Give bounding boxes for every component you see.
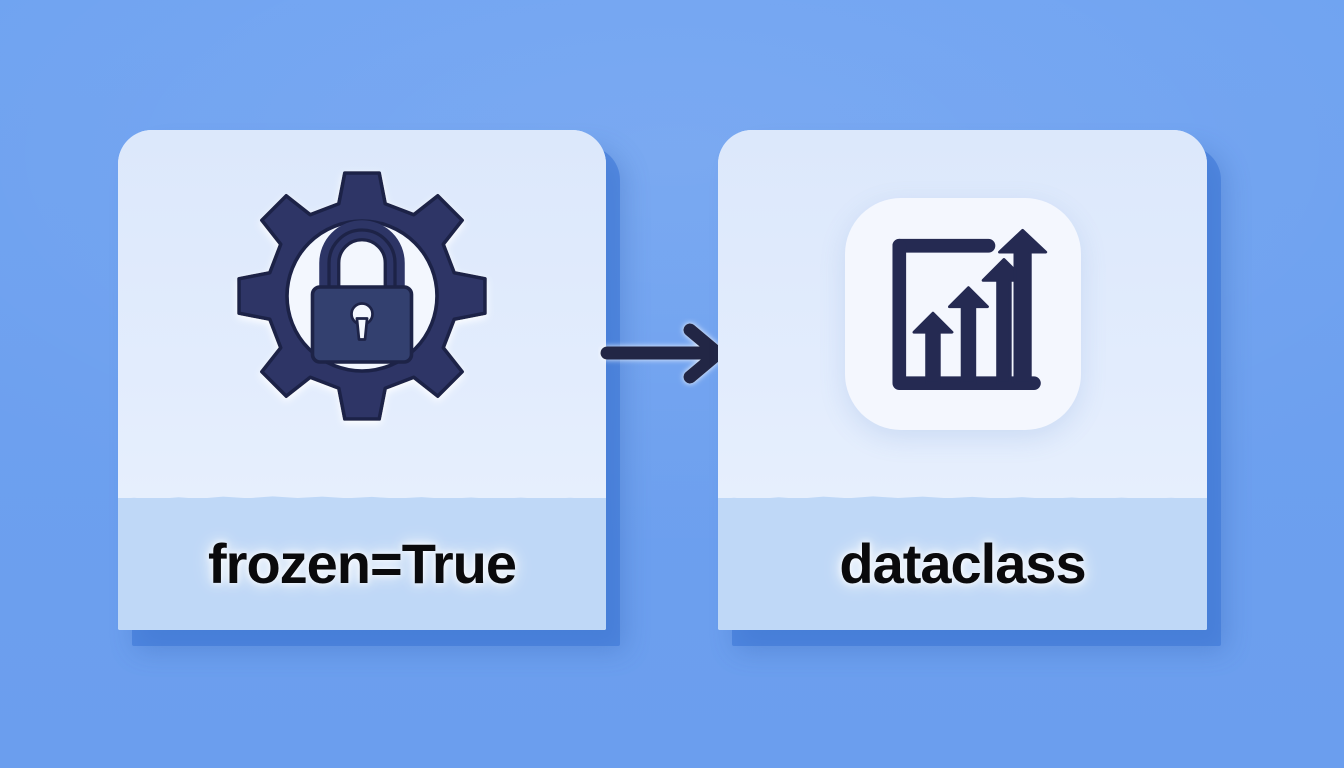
panel-dataclass-icon-area xyxy=(718,130,1207,498)
bar-chart-arrows-icon xyxy=(891,228,1047,390)
panel-frozen-caption: frozen=True xyxy=(118,498,606,630)
arrow-right-icon xyxy=(598,318,732,390)
panel-frozen-icon-area xyxy=(118,130,606,498)
panel-dataclass[interactable]: dataclass xyxy=(718,130,1207,630)
panel-dataclass-caption: dataclass xyxy=(718,498,1207,630)
icon-tile xyxy=(844,198,1081,430)
panel-frozen[interactable]: frozen=True xyxy=(118,130,606,630)
gear-lock-icon xyxy=(212,164,512,464)
panel-frozen-label: frozen=True xyxy=(208,532,517,595)
panel-dataclass-label: dataclass xyxy=(839,532,1086,595)
